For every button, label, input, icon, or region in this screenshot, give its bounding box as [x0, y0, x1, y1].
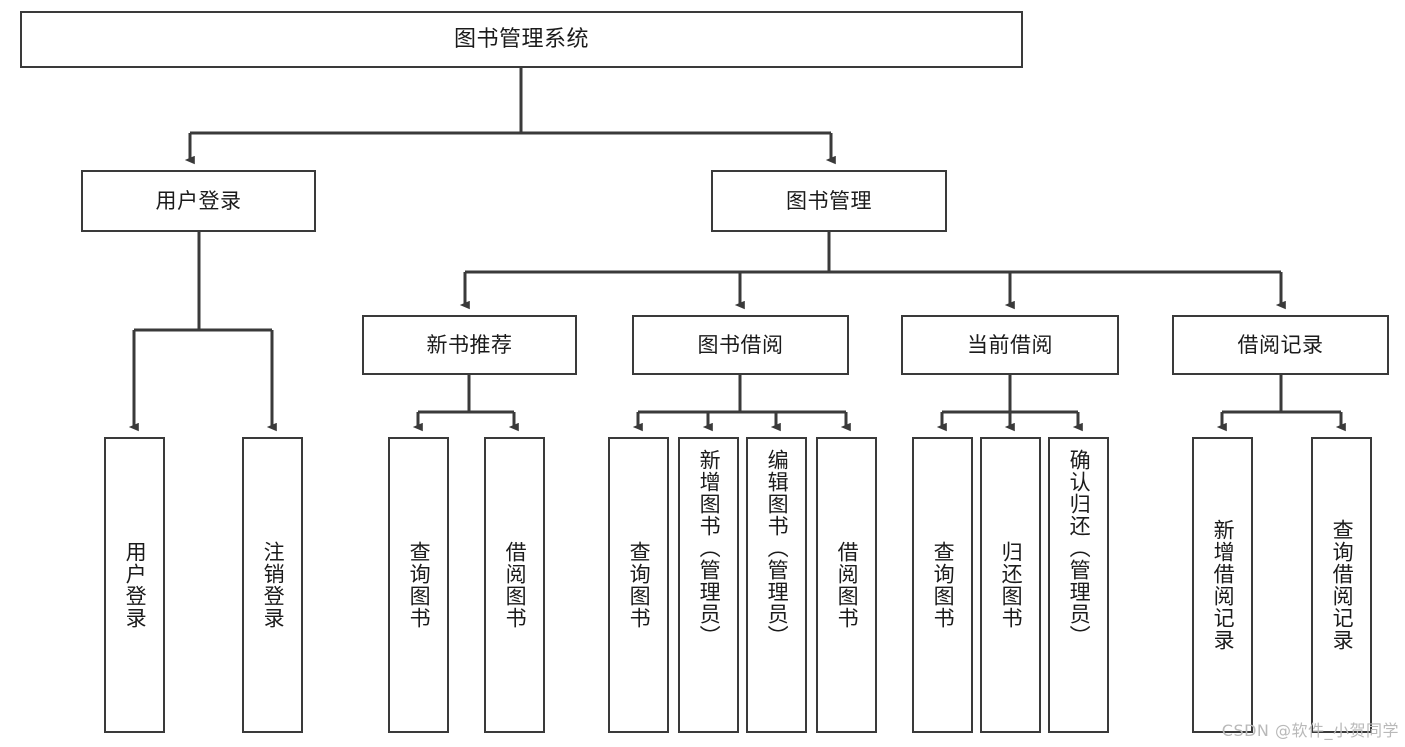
node-leaf-query-book-2[interactable]: 查询图书 — [608, 437, 669, 733]
node-leaf-query-book-2-label: 查询图书 — [627, 541, 652, 629]
node-leaf-edit-book-label: 编辑图书（管理员） — [765, 449, 790, 647]
node-leaf-edit-book[interactable]: 编辑图书（管理员） — [746, 437, 807, 733]
node-leaf-logout-login[interactable]: 注销登录 — [242, 437, 303, 733]
node-leaf-borrow-book-2[interactable]: 借阅图书 — [816, 437, 877, 733]
node-leaf-query-book-1-label: 查询图书 — [407, 541, 432, 629]
node-leaf-return-book-label: 归还图书 — [999, 541, 1024, 629]
node-book-borrow-label: 图书借阅 — [697, 332, 784, 357]
node-leaf-add-book-label: 新增图书（管理员） — [697, 449, 722, 647]
node-leaf-query-record-label: 查询借阅记录 — [1330, 519, 1355, 651]
node-leaf-logout-login-label: 注销登录 — [261, 541, 286, 629]
node-leaf-borrow-book-1-label: 借阅图书 — [503, 541, 528, 629]
node-leaf-query-record[interactable]: 查询借阅记录 — [1311, 437, 1372, 733]
node-leaf-user-login-label: 用户登录 — [123, 541, 148, 629]
node-current-borrow-label: 当前借阅 — [967, 332, 1053, 357]
node-root[interactable]: 图书管理系统 — [20, 11, 1023, 68]
node-book-management-label: 图书管理 — [786, 188, 872, 213]
node-leaf-query-book-3[interactable]: 查询图书 — [912, 437, 973, 733]
node-leaf-return-book[interactable]: 归还图书 — [980, 437, 1041, 733]
node-book-management[interactable]: 图书管理 — [711, 170, 947, 232]
node-new-book-recommend[interactable]: 新书推荐 — [362, 315, 577, 375]
node-user-login-label: 用户登录 — [155, 188, 242, 213]
node-user-login[interactable]: 用户登录 — [81, 170, 316, 232]
node-borrow-record-label: 借阅记录 — [1237, 332, 1324, 357]
node-leaf-user-login[interactable]: 用户登录 — [104, 437, 165, 733]
node-leaf-add-record-label: 新增借阅记录 — [1211, 519, 1236, 651]
node-leaf-confirm-return[interactable]: 确认归还（管理员） — [1048, 437, 1109, 733]
node-leaf-borrow-book-2-label: 借阅图书 — [835, 541, 860, 629]
node-leaf-add-record[interactable]: 新增借阅记录 — [1192, 437, 1253, 733]
node-leaf-query-book-3-label: 查询图书 — [931, 541, 956, 629]
node-leaf-add-book[interactable]: 新增图书（管理员） — [678, 437, 739, 733]
watermark: CSDN @软件_小贺同学 — [1221, 721, 1399, 740]
node-leaf-query-book-1[interactable]: 查询图书 — [388, 437, 449, 733]
node-new-book-recommend-label: 新书推荐 — [426, 332, 513, 357]
node-borrow-record[interactable]: 借阅记录 — [1172, 315, 1389, 375]
node-root-label: 图书管理系统 — [453, 26, 589, 52]
node-current-borrow[interactable]: 当前借阅 — [901, 315, 1119, 375]
node-leaf-confirm-return-label: 确认归还（管理员） — [1067, 449, 1092, 647]
node-book-borrow[interactable]: 图书借阅 — [632, 315, 849, 375]
node-leaf-borrow-book-1[interactable]: 借阅图书 — [484, 437, 545, 733]
